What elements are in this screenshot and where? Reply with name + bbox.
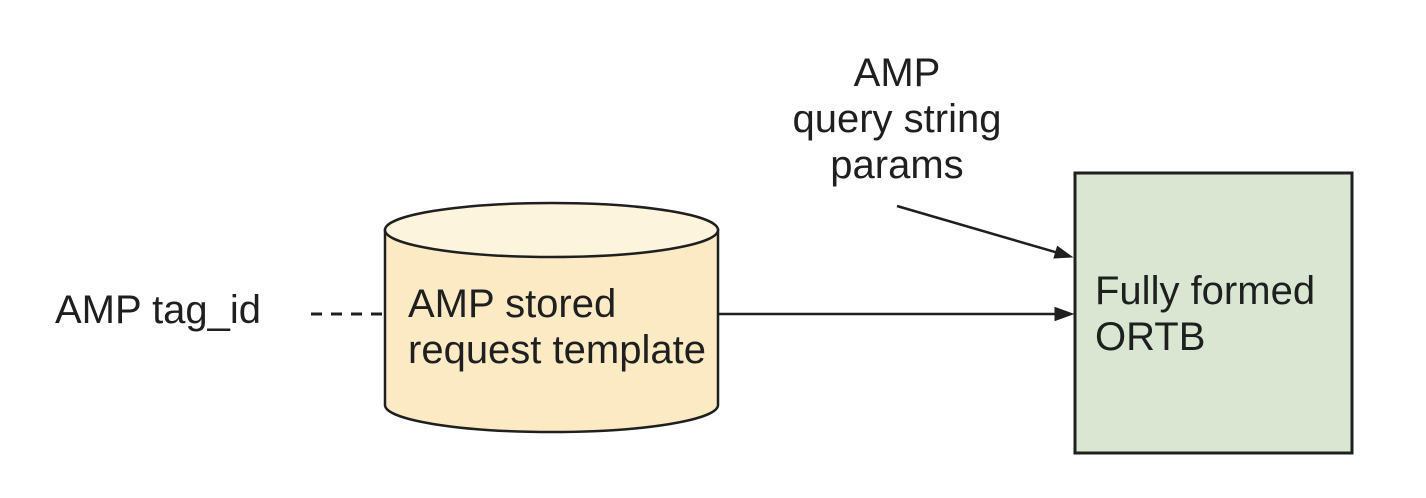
datastore-cylinder xyxy=(383,201,720,434)
edge-datastore-to-output-arrowhead xyxy=(1054,306,1075,322)
cylinder-top-ellipse xyxy=(383,201,720,259)
query-params-label: AMP query string params xyxy=(792,51,1002,187)
output-box-rect xyxy=(1073,171,1354,455)
edge-queryparams-to-output-arrowhead xyxy=(1053,245,1074,259)
output-box-label: Fully formed ORTB xyxy=(1095,269,1316,359)
datastore-label: AMP stored request template xyxy=(408,282,706,372)
tag-id-label: AMP tag_id xyxy=(55,288,262,332)
cylinder-body xyxy=(383,228,720,434)
edge-queryparams-to-output-line xyxy=(896,204,1057,254)
stroke-group xyxy=(311,171,1354,455)
